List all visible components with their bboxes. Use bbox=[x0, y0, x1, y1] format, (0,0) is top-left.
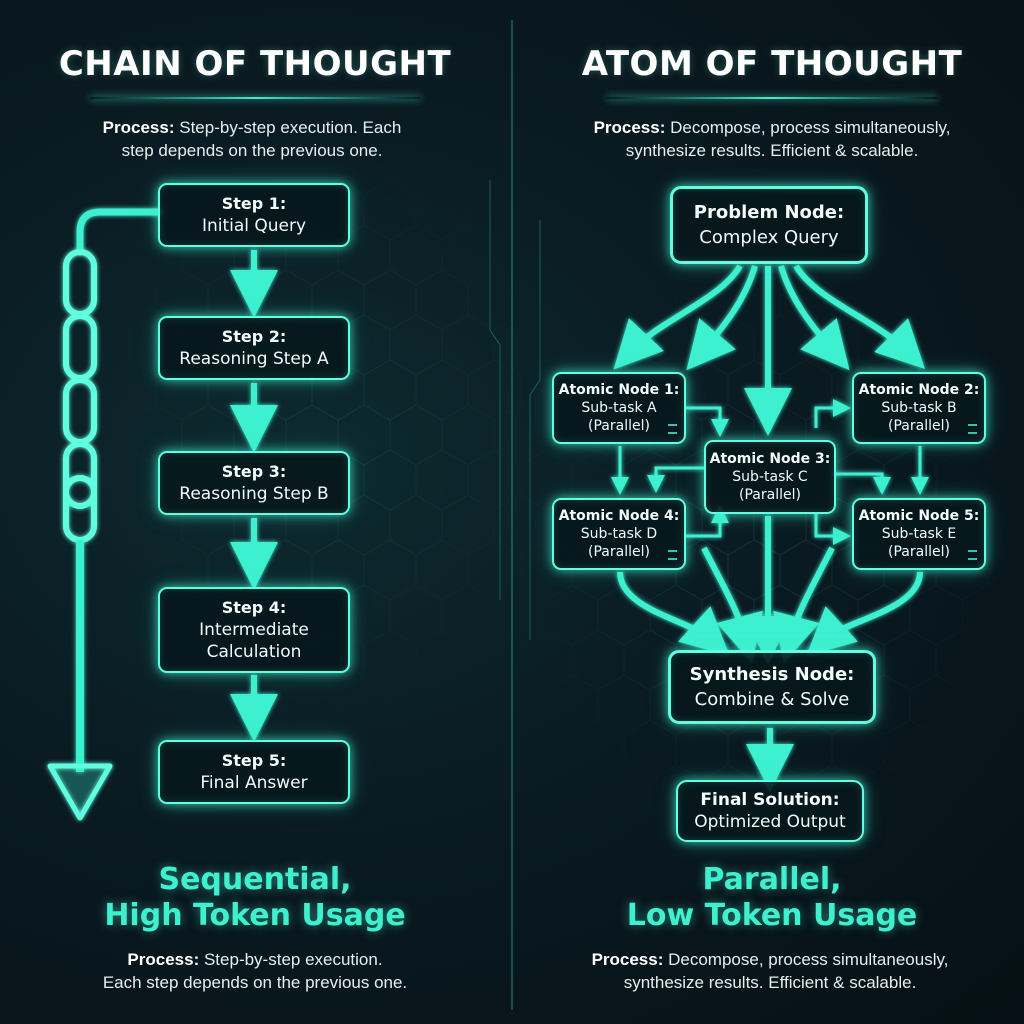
step-body: Calculation bbox=[206, 642, 302, 662]
synthesis-node: Synthesis Node: Combine & Solve bbox=[668, 650, 876, 724]
atomic-node-1: Atomic Node 1: Sub-task A (Parallel) bbox=[552, 372, 686, 444]
node-body: (Parallel) bbox=[739, 487, 801, 503]
node-body: Complex Query bbox=[699, 227, 839, 248]
chain-footer-text: Process: Step-by-step execution. Each st… bbox=[35, 948, 475, 994]
circuit-trace bbox=[489, 180, 501, 600]
status-indicator-icon bbox=[968, 424, 977, 434]
final-solution-node: Final Solution: Optimized Output bbox=[676, 780, 864, 842]
link-arrow bbox=[832, 472, 891, 495]
chain-link bbox=[63, 441, 97, 509]
title-underline bbox=[90, 97, 420, 99]
atomic-node-4: Atomic Node 4: Sub-task D (Parallel) bbox=[552, 498, 686, 570]
atom-of-thought-title: ATOM OF THOUGHT bbox=[581, 44, 963, 84]
node-body: Combine & Solve bbox=[694, 689, 850, 710]
step-title: Step 5: bbox=[221, 751, 287, 770]
status-indicator-icon bbox=[968, 550, 977, 560]
step-title: Step 4: bbox=[221, 598, 287, 617]
chain-link-icon bbox=[47, 208, 164, 821]
node-body: (Parallel) bbox=[888, 418, 950, 434]
fan-out-arrow bbox=[613, 264, 743, 370]
node-body: Sub-task B bbox=[881, 400, 957, 416]
process-line: Each step depends on the previous one. bbox=[102, 973, 408, 992]
headline-line: Low Token Usage bbox=[626, 898, 918, 933]
step-node-3: Step 3: Reasoning Step B bbox=[158, 451, 350, 515]
link-arrow bbox=[686, 505, 729, 538]
node-body: (Parallel) bbox=[588, 544, 650, 560]
link-arrow bbox=[814, 514, 851, 545]
atomic-node-2: Atomic Node 2: Sub-task B (Parallel) bbox=[852, 372, 986, 444]
title-underline bbox=[607, 97, 937, 99]
node-body: Sub-task C bbox=[732, 469, 808, 485]
chain-of-thought-title: CHAIN OF THOUGHT bbox=[58, 44, 452, 84]
atom-headline: Parallel, Low Token Usage bbox=[537, 862, 1007, 934]
step-body: Initial Query bbox=[201, 216, 307, 236]
process-label: Process: bbox=[593, 118, 666, 137]
step-body: Reasoning Step B bbox=[179, 484, 329, 504]
chain-headline: Sequential, High Token Usage bbox=[20, 862, 490, 934]
chain-link bbox=[63, 249, 97, 317]
link-arrow bbox=[647, 466, 704, 493]
node-title: Synthesis Node: bbox=[689, 664, 855, 685]
headline-line: Sequential, bbox=[158, 862, 352, 897]
chain-link bbox=[63, 313, 97, 381]
node-title: Atomic Node 3: bbox=[709, 451, 831, 467]
step-body: Reasoning Step A bbox=[179, 349, 329, 369]
step-title: Step 3: bbox=[221, 462, 287, 481]
process-label: Process: bbox=[591, 950, 664, 969]
fan-out-arrow bbox=[778, 265, 850, 371]
chain-feed-line bbox=[76, 208, 164, 256]
headline-line: Parallel, bbox=[702, 862, 842, 897]
process-line: Step-by-step execution. Each bbox=[179, 118, 402, 137]
step-body: Intermediate bbox=[199, 620, 309, 640]
process-label: Process: bbox=[127, 950, 200, 969]
link-arrow bbox=[686, 406, 729, 437]
atom-process-text: Process: Decompose, process simultaneous… bbox=[552, 116, 992, 162]
status-indicator-icon bbox=[668, 550, 677, 560]
process-line: step depends on the previous one. bbox=[121, 141, 383, 160]
chain-process-text: Process: Step-by-step execution. Each st… bbox=[32, 116, 472, 162]
process-line: Step-by-step execution. bbox=[203, 950, 383, 969]
fan-out-arrow bbox=[686, 265, 758, 371]
step-node-2: Step 2: Reasoning Step A bbox=[158, 316, 350, 380]
atom-footer-text: Process: Decompose, process simultaneous… bbox=[550, 948, 990, 994]
process-line: synthesize results. Efficient & scalable… bbox=[625, 141, 919, 160]
step-body: Final Answer bbox=[200, 773, 308, 793]
chain-link bbox=[63, 377, 97, 445]
step-node-1: Step 1: Initial Query bbox=[158, 183, 350, 247]
node-body: Sub-task A bbox=[581, 400, 657, 416]
chain-arrowhead bbox=[47, 763, 113, 821]
node-title: Atomic Node 1: bbox=[558, 382, 680, 398]
node-title: Atomic Node 5: bbox=[858, 508, 980, 524]
node-title: Final Solution: bbox=[700, 790, 840, 810]
node-body: (Parallel) bbox=[888, 544, 950, 560]
step-title: Step 1: bbox=[221, 194, 287, 213]
fan-out-arrow bbox=[793, 264, 925, 369]
problem-node: Problem Node: Complex Query bbox=[670, 186, 868, 264]
step-node-5: Step 5: Final Answer bbox=[158, 740, 350, 804]
node-body: Optimized Output bbox=[694, 812, 846, 832]
link-arrow bbox=[814, 399, 851, 428]
node-title: Atomic Node 2: bbox=[858, 382, 980, 398]
node-body: (Parallel) bbox=[588, 418, 650, 434]
process-line: Decompose, process simultaneously, bbox=[668, 950, 949, 969]
step-title: Step 2: bbox=[221, 327, 287, 346]
atomic-node-5: Atomic Node 5: Sub-task E (Parallel) bbox=[852, 498, 986, 570]
fan-in-arrow bbox=[806, 571, 923, 657]
process-line: Decompose, process simultaneously, bbox=[670, 118, 951, 137]
process-label: Process: bbox=[102, 118, 175, 137]
atomic-node-3: Atomic Node 3: Sub-task C (Parallel) bbox=[704, 440, 836, 514]
node-body: Sub-task D bbox=[580, 526, 658, 542]
node-title: Problem Node: bbox=[693, 202, 845, 223]
status-indicator-icon bbox=[668, 424, 677, 434]
node-title: Atomic Node 4: bbox=[558, 508, 680, 524]
circuit-trace bbox=[529, 220, 541, 640]
fan-in-arrow bbox=[617, 571, 730, 657]
fan-in-arrow bbox=[701, 546, 763, 664]
node-body: Sub-task E bbox=[881, 526, 957, 542]
headline-line: High Token Usage bbox=[104, 898, 406, 933]
fan-in-arrow bbox=[773, 546, 835, 664]
step-node-4: Step 4: Intermediate Calculation bbox=[158, 587, 350, 673]
process-line: synthesize results. Efficient & scalable… bbox=[623, 973, 917, 992]
